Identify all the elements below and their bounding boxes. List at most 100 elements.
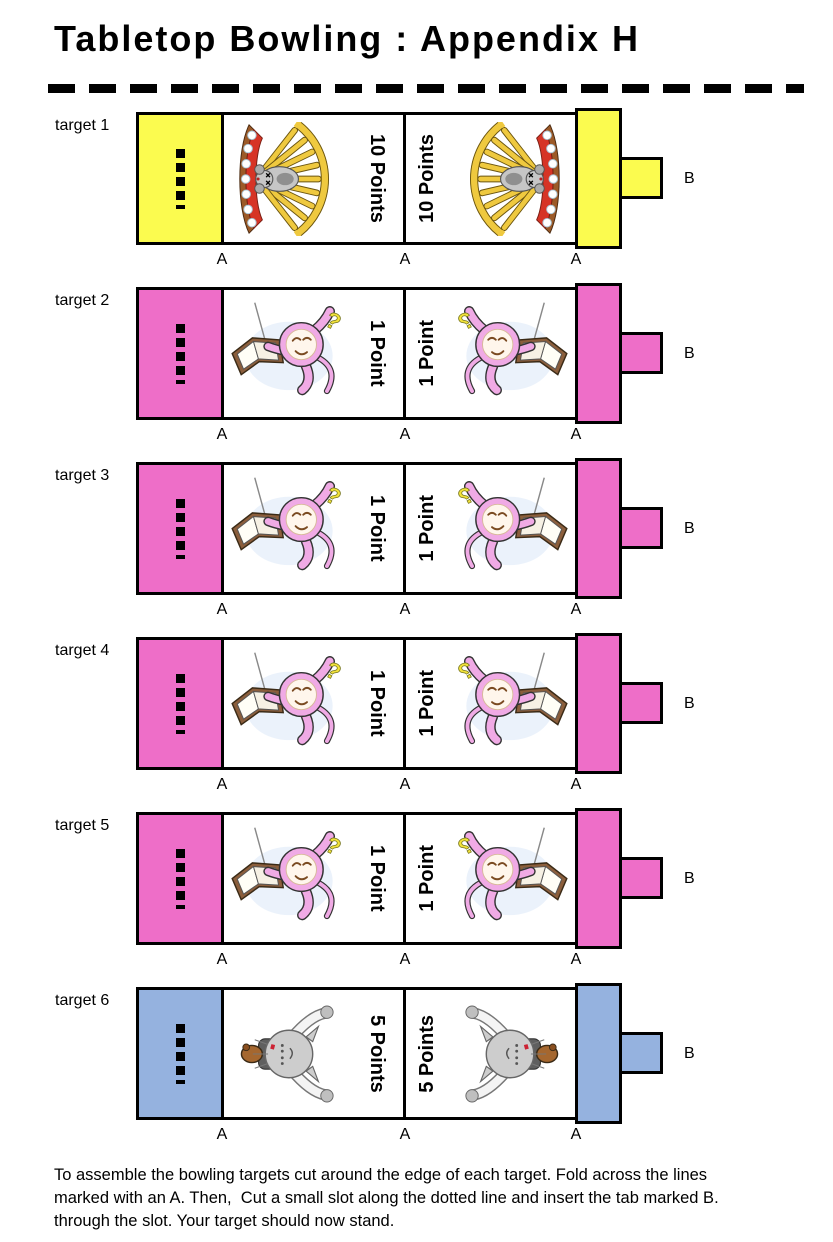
score-panel-left: 10 Points bbox=[224, 115, 406, 242]
pink-monkey-reading-book-icon bbox=[226, 472, 350, 586]
score-panel-left: 1 Point bbox=[224, 815, 406, 942]
page-title: Tabletop Bowling : Appendix H bbox=[54, 18, 640, 59]
fold-a-label: A bbox=[399, 601, 411, 618]
dashed-separator bbox=[48, 84, 804, 93]
fold-a-label: A bbox=[216, 951, 228, 968]
score-panel-left: 1 Point bbox=[224, 465, 406, 592]
target-row-3: target 3 1 Point 1 Point B A A A bbox=[0, 458, 833, 637]
fold-a-label: A bbox=[570, 426, 582, 443]
target-strip: 10 Points 10 Points bbox=[136, 112, 578, 245]
target-row-1: target 1 10 Points 10 Points B A A A bbox=[0, 108, 833, 287]
points-label: 1 Point bbox=[366, 845, 388, 912]
score-panel-left: 5 Points bbox=[224, 990, 406, 1117]
fold-flap bbox=[139, 815, 224, 942]
fold-a-label: A bbox=[216, 1126, 228, 1143]
end-cap bbox=[575, 633, 622, 774]
fold-flap bbox=[139, 290, 224, 417]
fold-flap bbox=[139, 990, 224, 1117]
dotted-slot-line bbox=[175, 148, 185, 209]
mouse-with-golden-fan-icon bbox=[226, 122, 350, 236]
pink-monkey-reading-book-icon bbox=[226, 822, 350, 936]
mouse-with-golden-fan-icon bbox=[449, 122, 573, 236]
fold-a-label: A bbox=[570, 601, 582, 618]
target-label: target 4 bbox=[55, 642, 110, 659]
target-strip: 1 Point 1 Point bbox=[136, 287, 578, 420]
tab-b-label: B bbox=[684, 1044, 695, 1062]
points-label: 1 Point bbox=[416, 495, 438, 562]
dotted-slot-line bbox=[175, 323, 185, 384]
points-label: 5 Points bbox=[416, 1014, 438, 1093]
fold-a-label: A bbox=[570, 951, 582, 968]
points-label: 5 Points bbox=[366, 1014, 388, 1093]
target-row-2: target 2 1 Point 1 Point B A A A bbox=[0, 283, 833, 462]
tab-b-label: B bbox=[684, 169, 695, 187]
pink-monkey-reading-book-icon bbox=[226, 647, 350, 761]
tab-b bbox=[619, 1032, 663, 1074]
tab-b bbox=[619, 157, 663, 199]
target-row-4: target 4 1 Point 1 Point B A A A bbox=[0, 633, 833, 812]
pink-monkey-reading-book-icon bbox=[226, 297, 350, 411]
fold-a-label: A bbox=[399, 1126, 411, 1143]
fold-flap bbox=[139, 640, 224, 767]
points-label: 1 Point bbox=[366, 495, 388, 562]
tab-b bbox=[619, 682, 663, 724]
score-panel-right: 1 Point bbox=[406, 290, 575, 417]
fold-a-label: A bbox=[570, 776, 582, 793]
tab-b-label: B bbox=[684, 519, 695, 537]
points-label: 1 Point bbox=[366, 320, 388, 387]
pink-monkey-reading-book-icon bbox=[449, 472, 573, 586]
gray-cat-icon bbox=[449, 997, 573, 1111]
target-label: target 1 bbox=[55, 117, 110, 134]
score-panel-left: 1 Point bbox=[224, 290, 406, 417]
fold-a-label: A bbox=[216, 776, 228, 793]
tab-b-label: B bbox=[684, 869, 695, 887]
dotted-slot-line bbox=[175, 1023, 185, 1084]
target-label: target 3 bbox=[55, 467, 110, 484]
dotted-slot-line bbox=[175, 673, 185, 734]
target-row-6: target 6 5 Points 5 Points B A A A bbox=[0, 983, 833, 1162]
end-cap bbox=[575, 108, 622, 249]
fold-a-label: A bbox=[570, 251, 582, 268]
points-label: 1 Point bbox=[416, 320, 438, 387]
fold-flap bbox=[139, 115, 224, 242]
target-strip: 5 Points 5 Points bbox=[136, 987, 578, 1120]
score-panel-right: 5 Points bbox=[406, 990, 575, 1117]
points-label: 10 Points bbox=[366, 134, 388, 223]
fold-a-label: A bbox=[570, 1126, 582, 1143]
points-label: 1 Point bbox=[416, 670, 438, 737]
end-cap bbox=[575, 283, 622, 424]
tab-b bbox=[619, 507, 663, 549]
target-label: target 5 bbox=[55, 817, 110, 834]
assembly-instructions: To assemble the bowling targets cut arou… bbox=[54, 1166, 719, 1230]
fold-flap bbox=[139, 465, 224, 592]
fold-a-label: A bbox=[216, 601, 228, 618]
tab-b bbox=[619, 332, 663, 374]
pink-monkey-reading-book-icon bbox=[449, 822, 573, 936]
points-label: 10 Points bbox=[416, 134, 438, 223]
fold-a-label: A bbox=[399, 251, 411, 268]
fold-a-label: A bbox=[399, 776, 411, 793]
points-label: 1 Point bbox=[366, 670, 388, 737]
score-panel-right: 1 Point bbox=[406, 815, 575, 942]
gray-cat-icon bbox=[226, 997, 350, 1111]
score-panel-right: 10 Points bbox=[406, 115, 575, 242]
target-label: target 6 bbox=[55, 992, 110, 1009]
fold-a-label: A bbox=[399, 951, 411, 968]
target-strip: 1 Point 1 Point bbox=[136, 637, 578, 770]
pink-monkey-reading-book-icon bbox=[449, 297, 573, 411]
score-panel-right: 1 Point bbox=[406, 640, 575, 767]
points-label: 1 Point bbox=[416, 845, 438, 912]
dotted-slot-line bbox=[175, 498, 185, 559]
score-panel-left: 1 Point bbox=[224, 640, 406, 767]
target-row-5: target 5 1 Point 1 Point B A A A bbox=[0, 808, 833, 987]
fold-a-label: A bbox=[399, 426, 411, 443]
target-label: target 2 bbox=[55, 292, 110, 309]
tab-b-label: B bbox=[684, 694, 695, 712]
end-cap bbox=[575, 808, 622, 949]
score-panel-right: 1 Point bbox=[406, 465, 575, 592]
tab-b bbox=[619, 857, 663, 899]
fold-a-label: A bbox=[216, 426, 228, 443]
end-cap bbox=[575, 458, 622, 599]
dotted-slot-line bbox=[175, 848, 185, 909]
